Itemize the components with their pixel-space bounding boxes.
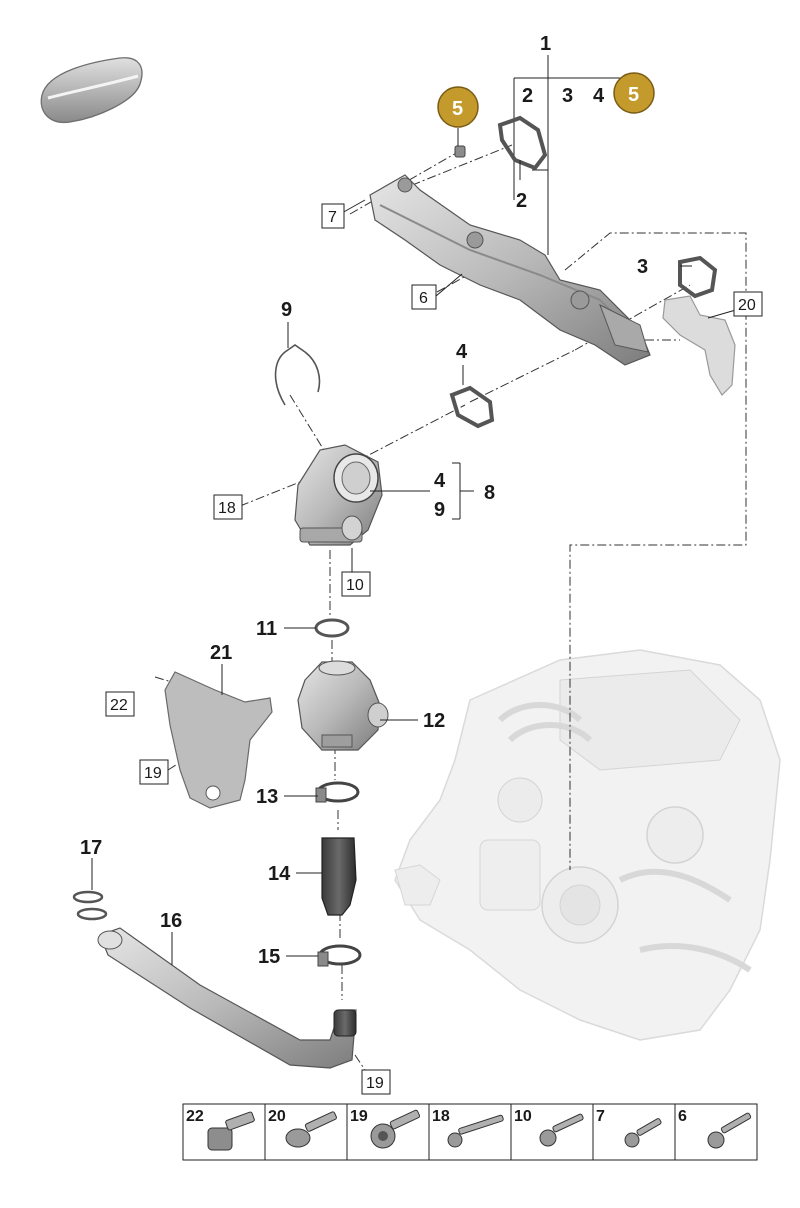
- legend-num-18: 18: [432, 1108, 450, 1125]
- gasket-part-4: [449, 385, 495, 429]
- flange-bolt-icon: [285, 1111, 337, 1148]
- boxed-label-7: 7: [328, 209, 337, 226]
- badge-5-top: 5: [613, 72, 655, 114]
- leader-lines: [91, 128, 761, 965]
- hose-part-14: [321, 837, 357, 916]
- legend-num-6: 6: [678, 1108, 687, 1125]
- callout-17: 17: [80, 837, 102, 859]
- bolt-legend: 22 20 19 18 10 7 6: [182, 1103, 758, 1161]
- insert-part-5: [454, 145, 466, 158]
- callout-16: 16: [160, 910, 182, 932]
- callout-15: 15: [258, 946, 280, 968]
- hose-clamp-part-13: [315, 781, 360, 803]
- callout-4: 4: [456, 341, 468, 363]
- boxed-label-6: 6: [419, 290, 428, 307]
- boxed-label-19-left: 19: [144, 765, 162, 782]
- boxed-labels: 7 6 20 18 10 22 19 19: [105, 203, 763, 1095]
- o-rings-part-17: [72, 890, 108, 921]
- cover-thumbnail-icon: [40, 57, 143, 124]
- small-bolt-icon: [624, 1118, 662, 1148]
- clip-part-9: [274, 344, 321, 406]
- boxed-label-18: 18: [218, 500, 236, 517]
- gasket-part-3: [678, 255, 718, 299]
- svg-text:5: 5: [628, 84, 639, 106]
- callout-11: 11: [256, 618, 277, 640]
- legend-num-10: 10: [514, 1108, 532, 1125]
- torx-bolt-icon: [370, 1109, 421, 1149]
- gasket-part-2: [497, 115, 548, 171]
- legend-num-22: 22: [186, 1108, 204, 1125]
- group-bracket-1: [513, 55, 640, 255]
- callout-3: 3: [637, 256, 648, 278]
- callout-21: 21: [210, 642, 232, 664]
- callout-4-top: 4: [593, 85, 605, 107]
- o-ring-part-11: [314, 618, 350, 638]
- callout-4-side: 4: [434, 470, 446, 492]
- boxed-label-22: 22: [110, 697, 128, 714]
- boxed-label-20: 20: [738, 297, 756, 314]
- coolant-pipe-bracket: [369, 174, 651, 366]
- engine-background: [394, 649, 781, 1041]
- callout-9: 9: [281, 299, 292, 321]
- callout-12: 12: [423, 710, 445, 732]
- legend-num-7: 7: [596, 1108, 605, 1125]
- bolt-icon: [707, 1112, 752, 1149]
- callout-2-top: 2: [522, 85, 533, 107]
- legend-num-19: 19: [350, 1108, 368, 1125]
- thermostat-housing: [294, 444, 383, 546]
- callout-3-top: 3: [562, 85, 573, 107]
- callout-14: 14: [268, 863, 291, 885]
- bolt-icon: [539, 1113, 584, 1147]
- heat-shield-part-21: [164, 671, 273, 809]
- badge-5-left: 5: [437, 86, 479, 128]
- flange-bolt-icon: [207, 1111, 255, 1151]
- coolant-pipe-part-16: [97, 927, 357, 1069]
- callout-9-side: 9: [434, 499, 445, 521]
- callout-13: 13: [256, 786, 278, 808]
- callout-8: 8: [484, 482, 495, 504]
- boxed-label-10: 10: [346, 577, 364, 594]
- svg-text:5: 5: [452, 98, 463, 120]
- callout-2: 2: [516, 190, 527, 212]
- legend-num-20: 20: [268, 1108, 286, 1125]
- long-bolt-icon: [447, 1114, 504, 1148]
- callout-1: 1: [540, 33, 551, 55]
- coolant-valve: [297, 660, 389, 751]
- boxed-label-19-bottom: 19: [366, 1075, 384, 1092]
- hose-clamp-part-15: [317, 944, 362, 967]
- callout-numbers: 1 2 3 4 2 3 9 4 4 8 9 11 21 12 13 17 14 …: [80, 33, 648, 968]
- bracket-part-20: [662, 295, 736, 396]
